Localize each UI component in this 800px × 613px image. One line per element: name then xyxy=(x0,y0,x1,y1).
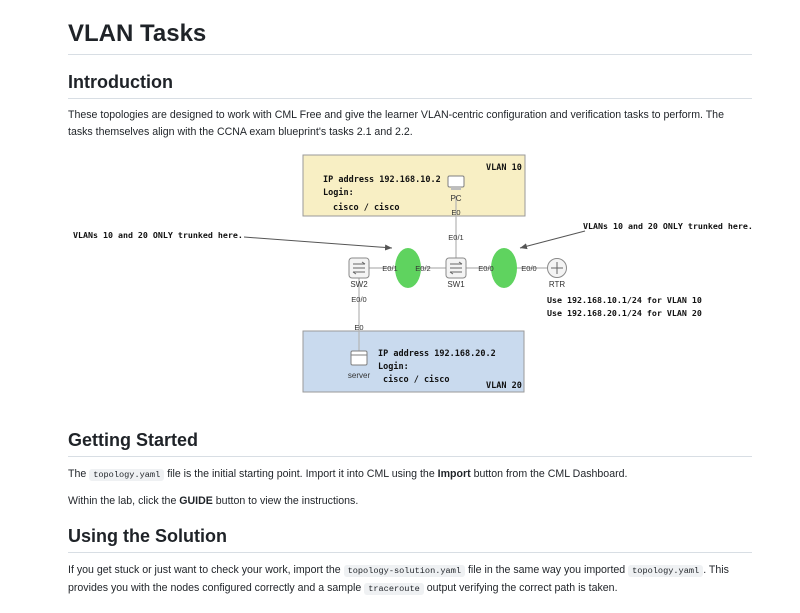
server-icon xyxy=(350,350,368,366)
intro-line-2: tasks themselves align with the CCNA exa… xyxy=(68,125,413,138)
server-node: E0 server xyxy=(348,323,371,380)
using-solution-divider xyxy=(68,552,752,553)
server-label: server xyxy=(348,371,371,380)
sw2-port-e0-0: E0/0 xyxy=(351,295,366,304)
vlan20-box: IP address 192.168.20.2 Login: cisco / c… xyxy=(302,330,525,393)
vlan10-box: IP address 192.168.10.2 Login: cisco / c… xyxy=(302,154,526,217)
text-run: file is the initial starting point. Impo… xyxy=(164,468,438,480)
vlan20-label: VLAN 20 xyxy=(486,381,522,391)
sw1-port-e0-2: E0/2 xyxy=(415,264,430,273)
sw1-port-e0-0: E0/0 xyxy=(478,264,493,273)
intro-paragraph: These topologies are designed to work wi… xyxy=(68,107,752,140)
left-trunk-annotation: VLANs 10 and 20 ONLY trunked here. xyxy=(73,230,243,240)
vlan20-box-background xyxy=(302,330,525,393)
left-trunk-arrow xyxy=(243,236,393,251)
sw2-port-e0-1: E0/1 xyxy=(382,264,397,273)
using-solution-paragraph: If you get stuck or just want to check y… xyxy=(68,562,752,597)
sw1-node: SW1 E0/1 E0/2 E0/0 xyxy=(415,233,493,289)
pc-ip-text: IP address 192.168.10.2 xyxy=(323,175,441,185)
sw2-label: SW2 xyxy=(350,280,368,289)
rtr-node: RTR E0/0 xyxy=(521,258,567,289)
switch-arrows-icon xyxy=(449,261,463,275)
trunk-marker-right xyxy=(491,248,517,288)
server-credentials-text: cisco / cisco xyxy=(383,374,450,385)
text-run: output verifying the correct path is tak… xyxy=(423,581,618,594)
code-topology-yaml-2: topology.yaml xyxy=(628,565,704,577)
text-run: . This xyxy=(703,564,729,576)
rtr-vlan20-annotation: Use 192.168.20.1/24 for VLAN 20 xyxy=(547,308,702,318)
router-arrows-icon xyxy=(551,262,563,274)
trunk-marker-left xyxy=(395,248,421,288)
introduction-heading: Introduction xyxy=(68,72,173,92)
guide-bold: GUIDE xyxy=(179,495,213,507)
pc-login-label: Login: xyxy=(323,187,354,198)
server-ip-text: IP address 192.168.20.2 xyxy=(378,349,496,359)
using-solution-heading: Using the Solution xyxy=(68,526,227,546)
right-trunk-arrow xyxy=(519,230,586,250)
pc-label: PC xyxy=(450,194,461,203)
sw1-port-e0-1: E0/1 xyxy=(448,233,463,242)
rtr-vlan10-annotation: Use 192.168.10.1/24 for VLAN 10 xyxy=(547,295,702,305)
pc-credentials-text: cisco / cisco xyxy=(333,202,400,213)
text-run: The xyxy=(68,468,90,480)
getting-started-paragraph-1: The topology.yaml file is the initial st… xyxy=(68,466,752,484)
vlan10-box-background xyxy=(302,154,526,217)
server-port-e0: E0 xyxy=(354,323,363,332)
intro-line-1: These topologies are designed to work wi… xyxy=(68,109,724,121)
text-run: Within the lab, click the xyxy=(68,495,180,507)
import-bold: Import xyxy=(437,468,471,480)
sw1-label: SW1 xyxy=(447,280,465,289)
text-run: provides you with the nodes configured c… xyxy=(68,581,365,594)
text-run: If you get stuck or just want to check y… xyxy=(68,564,344,576)
getting-started-divider xyxy=(68,456,752,457)
page-title: VLAN Tasks xyxy=(68,20,207,47)
text-run: file in the same way you imported xyxy=(465,564,629,576)
text-run: button from the CML Dashboard. xyxy=(470,468,628,480)
vlan10-label: VLAN 10 xyxy=(486,163,522,173)
pc-port-e0: E0 xyxy=(451,208,460,217)
right-trunk-annotation: VLANs 10 and 20 ONLY trunked here. xyxy=(583,221,753,231)
introduction-divider xyxy=(68,98,752,99)
rtr-port-e0-0: E0/0 xyxy=(521,264,536,273)
sw2-node: SW2 E0/1 E0/0 xyxy=(348,257,398,304)
getting-started-paragraph-2: Within the lab, click the GUIDE button t… xyxy=(68,493,752,510)
text-run: button to view the instructions. xyxy=(212,495,359,507)
code-topology-solution-yaml: topology-solution.yaml xyxy=(343,565,466,577)
switch-arrows-icon xyxy=(352,261,366,275)
rtr-label: RTR xyxy=(549,280,566,289)
pc-node: PC E0 xyxy=(447,175,465,217)
getting-started-heading: Getting Started xyxy=(68,430,199,450)
code-traceroute: traceroute xyxy=(364,582,424,595)
pc-icon xyxy=(447,175,465,188)
server-login-label: Login: xyxy=(378,361,409,372)
title-divider xyxy=(68,54,752,55)
pc-icon-base xyxy=(451,187,461,190)
code-topology-yaml: topology.yaml xyxy=(89,469,165,481)
